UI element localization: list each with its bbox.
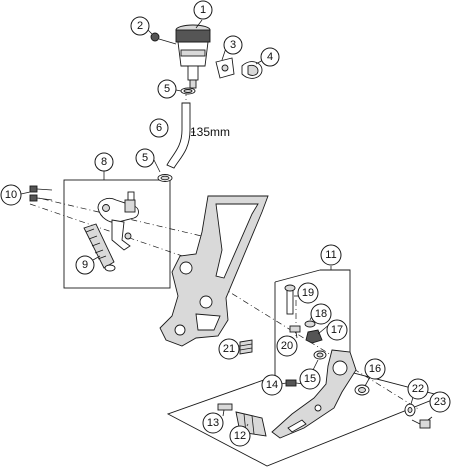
- hose-clamp-lower: [157, 174, 173, 182]
- callout-15: 15: [299, 368, 321, 390]
- svg-text:4: 4: [267, 51, 273, 63]
- reservoir-bracket: [215, 57, 235, 79]
- callout-2: 2: [130, 16, 150, 36]
- svg-text:17: 17: [331, 324, 343, 336]
- callout-22: 22: [407, 378, 429, 400]
- svg-text:20: 20: [281, 340, 293, 352]
- svg-text:14: 14: [266, 379, 278, 391]
- return-spring: [239, 339, 253, 355]
- callout-8: 8: [94, 152, 114, 172]
- footrest-bracket: [159, 195, 269, 347]
- svg-text:15: 15: [304, 373, 316, 385]
- callout-18: 18: [310, 303, 332, 325]
- callout-5b: 5: [135, 148, 155, 168]
- svg-text:12: 12: [234, 430, 246, 442]
- callout-1: 1: [193, 0, 213, 20]
- callout-5a: 5: [157, 79, 177, 99]
- callout-9: 9: [75, 255, 95, 275]
- svg-text:5: 5: [142, 152, 148, 164]
- clevis-pin: [289, 325, 301, 333]
- pedal-pin: [217, 403, 233, 411]
- rear-brake-master-cylinder: [97, 191, 139, 251]
- callout-6: 6: [149, 118, 169, 138]
- nut-17: [305, 329, 323, 344]
- svg-text:23: 23: [434, 396, 446, 408]
- svg-text:21: 21: [223, 343, 235, 355]
- callout-17: 17: [326, 319, 348, 341]
- svg-text:10: 10: [5, 189, 17, 201]
- svg-text:22: 22: [412, 383, 424, 395]
- mounting-bolts: [29, 185, 53, 202]
- svg-text:5: 5: [164, 83, 170, 95]
- callout-19: 19: [297, 282, 319, 304]
- pedal-washer: [404, 403, 416, 417]
- callout-12: 12: [229, 425, 251, 447]
- hose-length-label: 135mm: [190, 125, 230, 139]
- bushing-15: [313, 350, 327, 360]
- master-cylinder-push-rod: [83, 223, 116, 272]
- svg-text:9: 9: [82, 259, 88, 271]
- svg-text:1: 1: [200, 4, 206, 16]
- svg-text:6: 6: [156, 122, 162, 134]
- pedal-pivot-bolt: [411, 419, 431, 429]
- callout-16: 16: [364, 358, 386, 380]
- svg-text:8: 8: [101, 156, 107, 168]
- reservoir-screw: [150, 32, 177, 45]
- callout-20: 20: [276, 335, 298, 357]
- reservoir-clip: [241, 61, 263, 79]
- callout-21: 21: [218, 338, 240, 360]
- svg-text:19: 19: [302, 287, 314, 299]
- group-frame-11: [166, 269, 444, 467]
- svg-text:2: 2: [137, 20, 143, 32]
- callout-14: 14: [261, 374, 283, 396]
- brake-pedal: [271, 349, 357, 439]
- svg-text:3: 3: [230, 39, 236, 51]
- svg-text:13: 13: [207, 417, 219, 429]
- hose-clamp-upper: [180, 87, 196, 95]
- reservoir-hose: [166, 102, 195, 169]
- pedal-bushing: [354, 384, 370, 396]
- callout-4: 4: [260, 47, 280, 67]
- callout-13: 13: [202, 412, 224, 434]
- svg-text:11: 11: [325, 249, 336, 261]
- svg-text:18: 18: [315, 308, 327, 320]
- svg-text:16: 16: [369, 363, 381, 375]
- group-frame-8: [63, 179, 171, 289]
- washer-18: [304, 320, 316, 328]
- eye-bolt: [284, 284, 296, 315]
- callout-11: 11: [320, 244, 342, 266]
- callout-10: 10: [0, 184, 22, 206]
- callout-3: 3: [223, 35, 243, 55]
- brake-fluid-reservoir: [175, 24, 211, 89]
- callout-23: 23: [429, 391, 451, 413]
